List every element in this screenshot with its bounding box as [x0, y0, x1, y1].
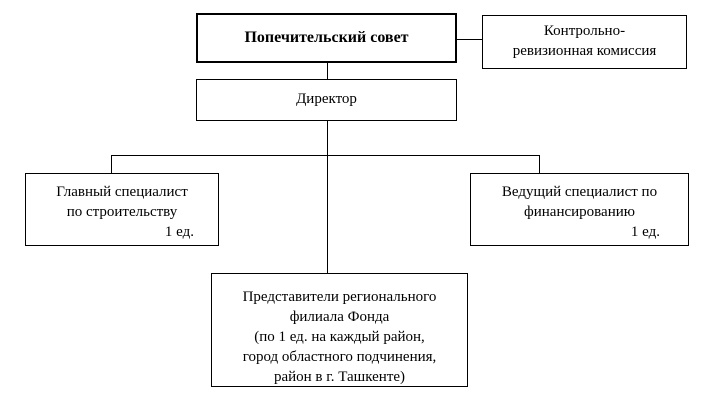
board-of-trustees-box: Попечительский совет [196, 13, 457, 63]
board-of-trustees-label: Попечительский совет [244, 29, 409, 46]
regional-line4: город областного подчинения, [242, 349, 437, 365]
chief-specialist-units: 1 ед. [164, 224, 194, 240]
connector-to-chief [111, 155, 112, 173]
lead-specialist-box: Ведущий специалист по финансированию 1 е… [470, 173, 689, 246]
regional-line1: Представители регионального [242, 289, 437, 305]
regional-line5: район в г. Ташкенте) [273, 369, 406, 385]
connector-board-director [327, 63, 328, 79]
connector-director-trunk [327, 121, 328, 273]
audit-commission-line2: ревизионная комиссия [512, 43, 657, 59]
connector-to-lead [539, 155, 540, 173]
regional-line3: (по 1 ед. на каждый район, [254, 329, 425, 345]
connector-board-audit [457, 39, 482, 40]
lead-specialist-line2: финансированию [524, 204, 635, 220]
regional-representatives-box: Представители регионального филиала Фонд… [211, 273, 468, 387]
audit-commission-line1: Контрольно- [543, 23, 626, 39]
regional-line2: филиала Фонда [289, 309, 390, 325]
chief-specialist-line1: Главный специалист [56, 184, 188, 200]
director-box: Директор [196, 79, 457, 121]
lead-specialist-units: 1 ед. [630, 224, 660, 240]
lead-specialist-line1: Ведущий специалист по [501, 184, 658, 200]
chief-specialist-line2: по строительству [66, 204, 178, 220]
chief-specialist-box: Главный специалист по строительству 1 ед… [25, 173, 219, 246]
audit-commission-box: Контрольно- ревизионная комиссия [482, 15, 687, 69]
director-label: Директор [296, 91, 357, 107]
connector-branch-horizontal [111, 155, 539, 156]
